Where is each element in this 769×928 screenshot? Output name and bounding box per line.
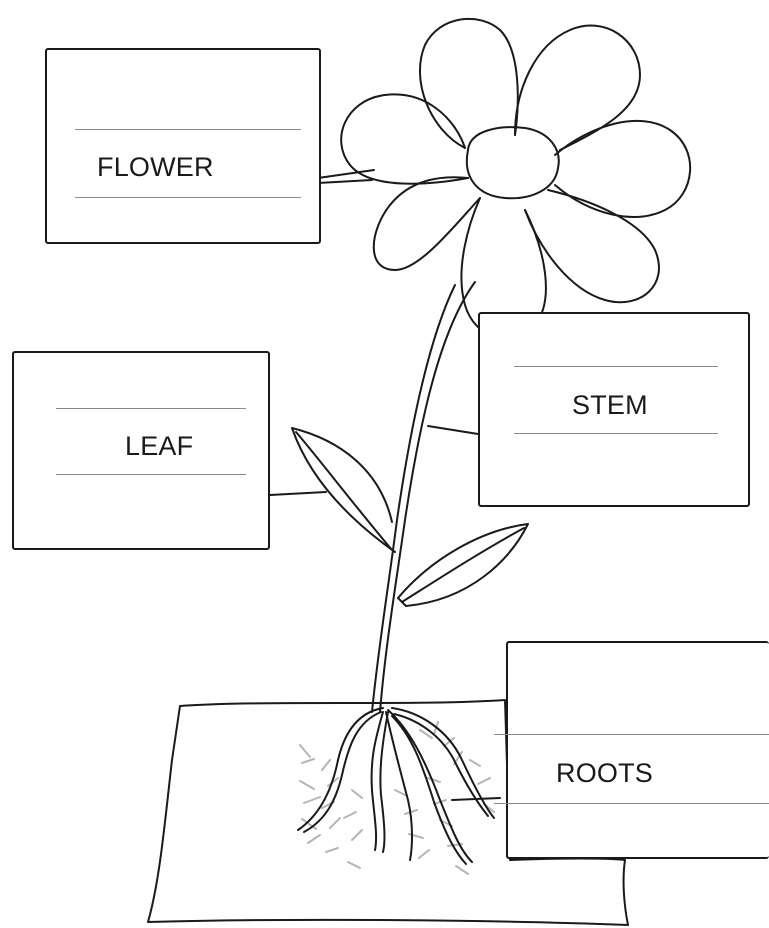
flower-label: FLOWER xyxy=(97,152,214,183)
flower-center xyxy=(467,127,559,198)
right-leaf xyxy=(398,524,528,606)
leaf-label-upper-rule xyxy=(56,408,246,409)
flower-label-lower-rule xyxy=(75,197,301,198)
stem xyxy=(372,282,475,712)
roots-label-upper-rule xyxy=(494,734,769,735)
flower-petals xyxy=(341,19,690,339)
flower-label-box: FLOWER xyxy=(45,48,321,244)
leaf-label-lower-rule xyxy=(56,474,246,475)
pointer-lines xyxy=(270,170,500,800)
roots-pointer xyxy=(452,798,500,800)
stem-label: STEM xyxy=(572,390,648,421)
root-hairs xyxy=(300,722,494,874)
leaf-label-box: LEAF xyxy=(12,351,270,550)
roots-label-box: ROOTS xyxy=(506,641,769,859)
leaf-pointer xyxy=(270,492,326,495)
left-leaf xyxy=(292,428,395,552)
flower-label-upper-rule xyxy=(75,129,301,130)
stem-pointer xyxy=(428,426,478,434)
leaf-label: LEAF xyxy=(125,431,193,462)
roots-label-lower-rule xyxy=(494,803,769,804)
stem-label-upper-rule xyxy=(514,366,718,367)
stem-label-box: STEM xyxy=(478,312,750,507)
roots-label: ROOTS xyxy=(556,758,653,789)
stem-label-lower-rule xyxy=(514,433,718,434)
